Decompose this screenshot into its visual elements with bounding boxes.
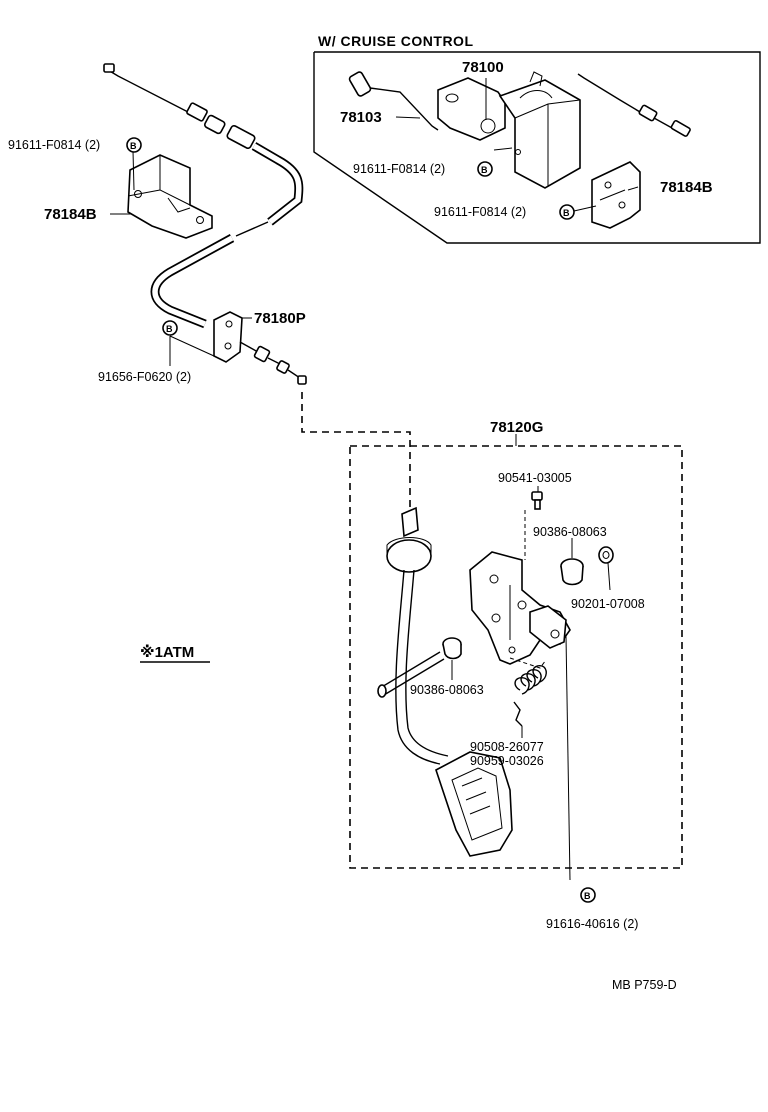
bolt-symbol-91616: B	[580, 887, 596, 903]
label-90201: 90201-07008	[571, 597, 645, 611]
svg-text:B: B	[130, 141, 137, 151]
svg-text:B: B	[584, 891, 591, 901]
bushing-90386-upper-drawing	[560, 558, 584, 586]
bolt-symbol-91656: B	[162, 320, 178, 336]
label-91611-left: 91611-F0814 (2)	[8, 138, 100, 152]
bracket-78184b-left-drawing	[127, 154, 213, 239]
label-90386-upper: 90386-08063	[533, 525, 607, 539]
leader-78103	[395, 116, 421, 119]
cruise-control-header: W/ CRUISE CONTROL	[318, 33, 474, 49]
nut-90201-drawing	[598, 546, 614, 564]
pedal-bracket-drawing	[469, 551, 571, 665]
pedal-arm-drawing	[377, 506, 513, 857]
leader-78184b-right	[627, 186, 639, 191]
label-91616: 91616-40616 (2)	[546, 917, 638, 931]
leader-91611-mid	[493, 147, 513, 151]
leader-91656-b	[169, 335, 215, 357]
label-90386-lower: 90386-08063	[410, 683, 484, 697]
label-78184b-right: 78184B	[660, 179, 713, 196]
cable-78103-drawing	[348, 71, 439, 131]
bracket-78180p-drawing	[213, 311, 307, 385]
bracket-78184b-right-drawing	[591, 161, 641, 229]
label-78120g: 78120G	[490, 419, 543, 436]
label-91656: 91656-F0620 (2)	[98, 370, 191, 384]
label-78103: 78103	[340, 109, 382, 126]
svg-text:B: B	[563, 208, 570, 218]
leader-91611-left	[132, 150, 135, 191]
pedal-assembly-box: 78120G	[349, 419, 683, 869]
footer-code: MB P759-D	[612, 978, 677, 992]
bolt-symbol-left: B	[126, 137, 142, 153]
label-90508: 90508-26077	[470, 740, 544, 754]
label-91611-mid: 91611-F0814 (2)	[353, 162, 445, 176]
label-78100: 78100	[462, 59, 504, 76]
svg-text:B: B	[481, 165, 488, 175]
bolt-symbol-mid: B	[477, 161, 493, 177]
bushing-90386-lower-drawing	[442, 637, 462, 660]
label-78180p: 78180P	[254, 310, 306, 327]
accelerator-cable-drawing	[103, 63, 304, 329]
label-90959: 90959-03026	[470, 754, 544, 768]
label-78184b-left: 78184B	[44, 206, 97, 223]
cruise-control-inset: W/ CRUISE CONTROL	[313, 33, 761, 244]
bolt-90541-drawing	[531, 491, 543, 510]
label-90541: 90541-03005	[498, 471, 572, 485]
atm-note: ※1ATM	[140, 643, 194, 661]
spring-90508-drawing	[513, 665, 547, 727]
leader-91611-right	[573, 205, 597, 212]
bolt-symbol-right: B	[559, 204, 575, 220]
label-91611-right: 91611-F0814 (2)	[434, 205, 526, 219]
leader-91616	[565, 635, 571, 881]
svg-text:B: B	[166, 324, 173, 334]
actuator-78100-drawing	[437, 71, 581, 189]
cable-to-pedal-link	[301, 392, 411, 520]
cruise-cable-end-drawing	[577, 73, 691, 137]
